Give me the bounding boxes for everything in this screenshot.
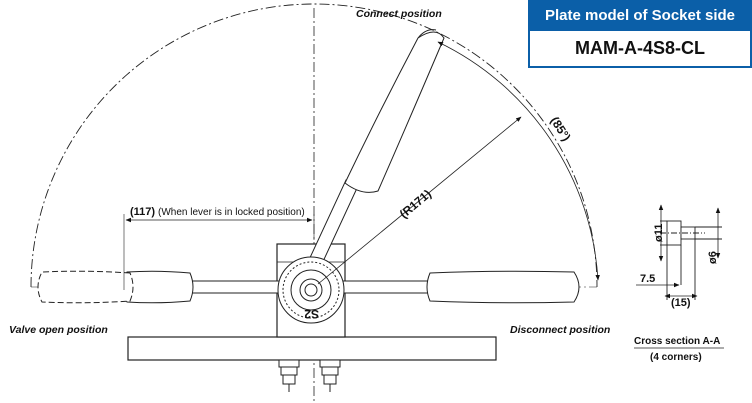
socket-head [277, 256, 345, 324]
disconnect-position-label: Disconnect position [510, 324, 610, 336]
cross-section-title: Cross section A-A [634, 336, 720, 347]
bottom-coupling-left [278, 359, 300, 392]
lever-length-value: (117) [130, 206, 155, 218]
lever-disconnect [340, 270, 580, 304]
lever-length-note: (When lever is in locked position) [158, 207, 305, 218]
plate-model-box: Plate model of Socket side MAM-A-4S8-CL [528, 0, 752, 70]
cross-section-length-b: (15) [671, 297, 691, 309]
cross-section-length-a: 7.5 [640, 273, 655, 285]
plate-model-number: MAM-A-4S8-CL [528, 31, 752, 68]
connect-position-label: Connect position [356, 8, 442, 20]
angle-label: (85°) [548, 114, 574, 144]
bottom-coupling-right [319, 359, 341, 392]
cross-section-figure [660, 220, 722, 300]
cross-section-dia-small: ø6 [707, 251, 719, 264]
lever-valve-open [37, 270, 290, 304]
cross-section-dia-large: ø11 [653, 224, 665, 242]
valve-open-position-label: Valve open position [9, 324, 108, 336]
handle-marking: S2 [304, 307, 319, 321]
lever-connect [307, 29, 445, 269]
plate-model-title: Plate model of Socket side [528, 0, 752, 31]
cross-section-subtitle: (4 corners) [650, 352, 702, 363]
radius-label: (R171) [397, 187, 434, 221]
base-plate [127, 336, 497, 361]
